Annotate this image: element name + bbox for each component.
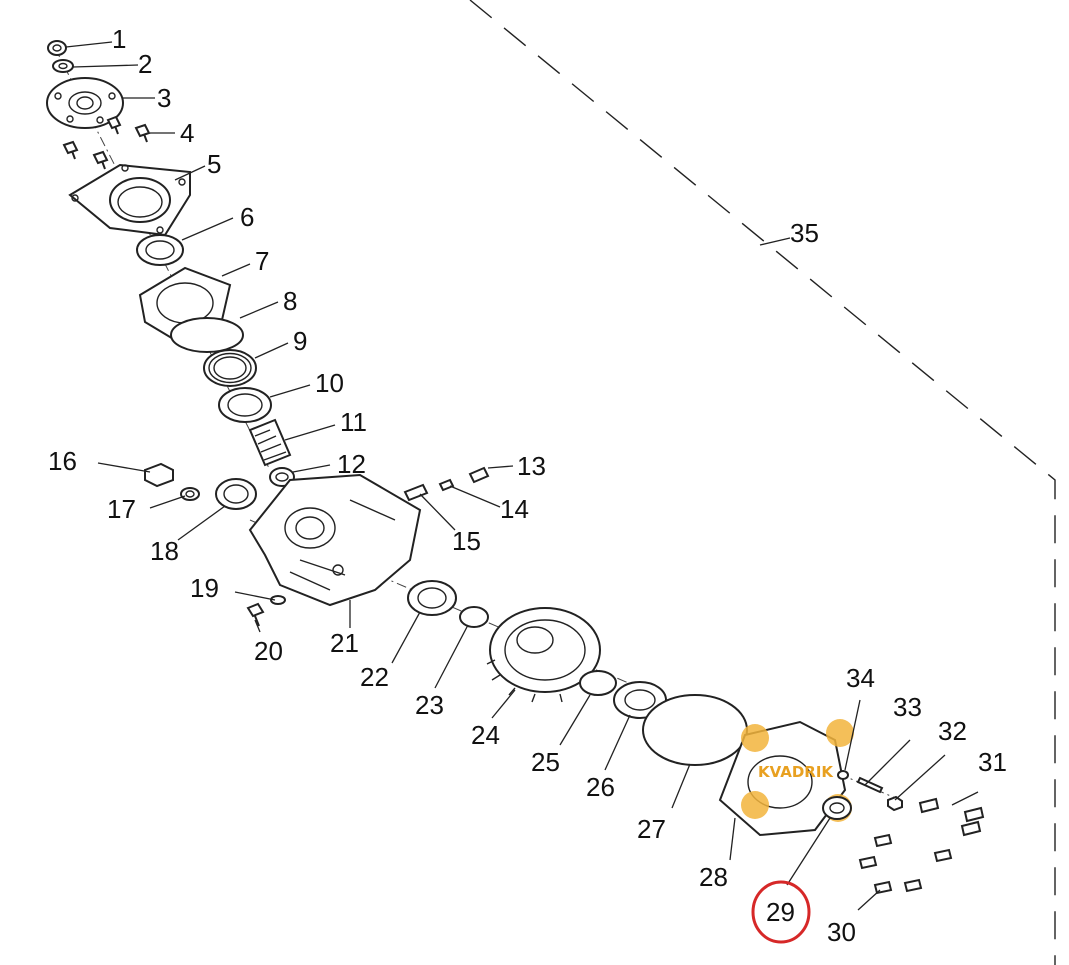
part-27-large-o-ring [642,694,748,766]
callout-7: 7 [255,246,269,276]
part-20-bolt [246,602,265,627]
callout-21: 21 [330,628,359,658]
watermark-logo: KVADRIK [741,719,854,822]
part-19-washer [270,595,286,605]
part-8-o-ring [170,317,244,353]
part-15-pin [403,483,429,502]
part-6-oil-seal [136,234,184,266]
part-33-rod [856,776,884,794]
callout-34: 34 [846,663,875,693]
part-2-washer [52,59,74,73]
callout-2: 2 [138,49,152,79]
callout-25: 25 [531,747,560,777]
part-18-bearing [215,478,257,510]
callout-32: 32 [938,716,967,746]
callout-33: 33 [893,692,922,722]
part-21-differential-case [248,473,422,607]
part-34-nut [837,770,849,780]
callout-27: 27 [637,814,666,844]
part-11-pinion-gear [248,418,292,467]
part-4-bolts [62,115,151,170]
callout-24: 24 [471,720,500,750]
callout-29: 29 [766,897,795,927]
part-17-washer [180,487,200,501]
part-25-o-ring [579,670,617,696]
part-31-bolts [918,797,985,837]
callout-31: 31 [978,747,1007,777]
callout-17: 17 [107,494,136,524]
part-10-seal-ring [218,387,272,423]
callout-35: 35 [790,218,819,248]
part-29-seal [822,796,852,820]
part-24-ring-gear [486,607,605,703]
callout-22: 22 [360,662,389,692]
callout-18: 18 [150,536,179,566]
part-13-pin [468,466,490,484]
callout-28: 28 [699,862,728,892]
callout-20: 20 [254,636,283,666]
highlight-circle [751,880,811,944]
callout-12: 12 [337,449,366,479]
part-32-nut [887,795,903,812]
leader-lines [65,41,979,911]
callout-1: 1 [112,24,126,54]
callout-10: 10 [315,368,344,398]
part-14-spring [438,478,455,492]
callout-14: 14 [500,494,529,524]
part-23-shim [459,606,489,628]
callout-13: 13 [517,451,546,481]
callout-15: 15 [452,526,481,556]
part-5-housing-plate [68,163,191,237]
callout-8: 8 [283,286,297,316]
callout-9: 9 [293,326,307,356]
callout-19: 19 [190,573,219,603]
callout-5: 5 [207,149,221,179]
callout-4: 4 [180,118,194,148]
callout-3: 3 [157,83,171,113]
part-1-nut [47,40,67,56]
callout-30: 30 [827,917,856,947]
callout-26: 26 [586,772,615,802]
assembly-boundary-dashed-line [469,0,1056,965]
callout-6: 6 [240,202,254,232]
callout-23: 23 [415,690,444,720]
callout-11: 11 [340,407,367,437]
part-3-flange [46,77,124,129]
watermark-text: KVADRIK [758,763,834,781]
part-9-bearing [203,349,257,387]
part-16-plug [144,462,174,488]
part-22-bearing [407,580,457,616]
callout-16: 16 [48,446,77,476]
part-30-bolts [858,833,953,895]
